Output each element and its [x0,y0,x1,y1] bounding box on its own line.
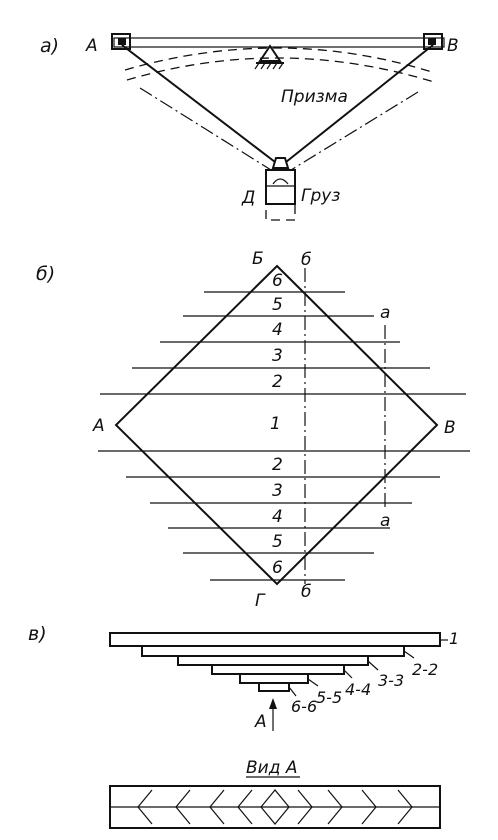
layer-number: 5 [272,295,283,315]
vertex-top-label: Б [252,249,264,269]
layer-label: 6-6 [291,697,317,716]
load-label: Груз [301,186,340,206]
right-clamp [423,33,443,50]
layer-stack [109,632,441,692]
view-a-strip [109,785,441,829]
layer-5 [239,673,309,684]
panel-v-tag: в) [28,623,47,645]
left-cable [121,44,276,163]
load-weight [265,169,296,221]
point-a-label: А [85,36,98,56]
layer-number: 2 [272,372,283,392]
view-arrow [269,698,277,731]
layer-number: 3 [272,481,283,501]
right-cable [285,44,434,163]
section-b-top-label: б [301,250,311,270]
left-cable-deflected [139,87,272,171]
layer-labels: 1 2-2 3-3 4-4 5-5 6-6 [291,629,459,716]
vertex-right-label: В [444,418,456,438]
vertex-left-label: А [92,416,105,436]
layer-4 [211,664,345,675]
prism-label: Призма [281,87,348,107]
layer-lines [98,291,470,581]
beam [111,33,445,50]
section-b-bottom-label: б [301,582,311,602]
layer-label: 5-5 [316,688,342,707]
hook [271,157,290,169]
layer-2 [141,645,405,657]
panel-a-tag: а) [40,35,59,57]
layer-number: 6 [272,558,283,578]
deflected-beam-lower [126,57,435,83]
layer-number: 2 [272,455,283,475]
layer-label: 1 [449,629,459,648]
point-d-label: Д [241,188,255,208]
panel-b-tag: б) [36,263,55,285]
view-arrow-label: А [254,712,267,732]
diamond-outline [114,264,439,586]
section-a-top-label: а [380,303,390,323]
layer-number: 1 [270,414,281,434]
layer-numbers: 6 5 4 3 2 1 2 3 4 5 6 [270,271,283,578]
layer-number: 5 [272,532,283,552]
view-a-title: Вид А [246,758,298,778]
layer-label: 3-3 [378,671,404,690]
point-b-label: В [447,36,459,56]
section-a-bottom-label: а [380,511,390,531]
vertex-bottom-label: Г [255,591,266,611]
left-clamp [111,33,131,50]
layer-1 [109,632,441,647]
layer-number: 3 [272,346,283,366]
layer-number: 4 [272,507,283,527]
deflected-beam-upper [124,47,433,73]
layer-label: 4-4 [345,680,371,699]
right-cable-deflected [290,91,419,171]
prism-support [254,44,284,70]
layer-number: 6 [272,271,283,291]
panel-a: а) [40,33,459,221]
leader-lines [288,639,448,697]
layer-label: 2-2 [412,660,438,679]
layer-3 [177,655,369,666]
layer-6 [258,682,290,692]
panel-v: в) 1 2-2 3-3 4-4 5-5 6-6 [28,623,459,829]
panel-b: б) Б Г А В б б а а 6 [36,249,470,611]
layer-number: 4 [272,320,283,340]
